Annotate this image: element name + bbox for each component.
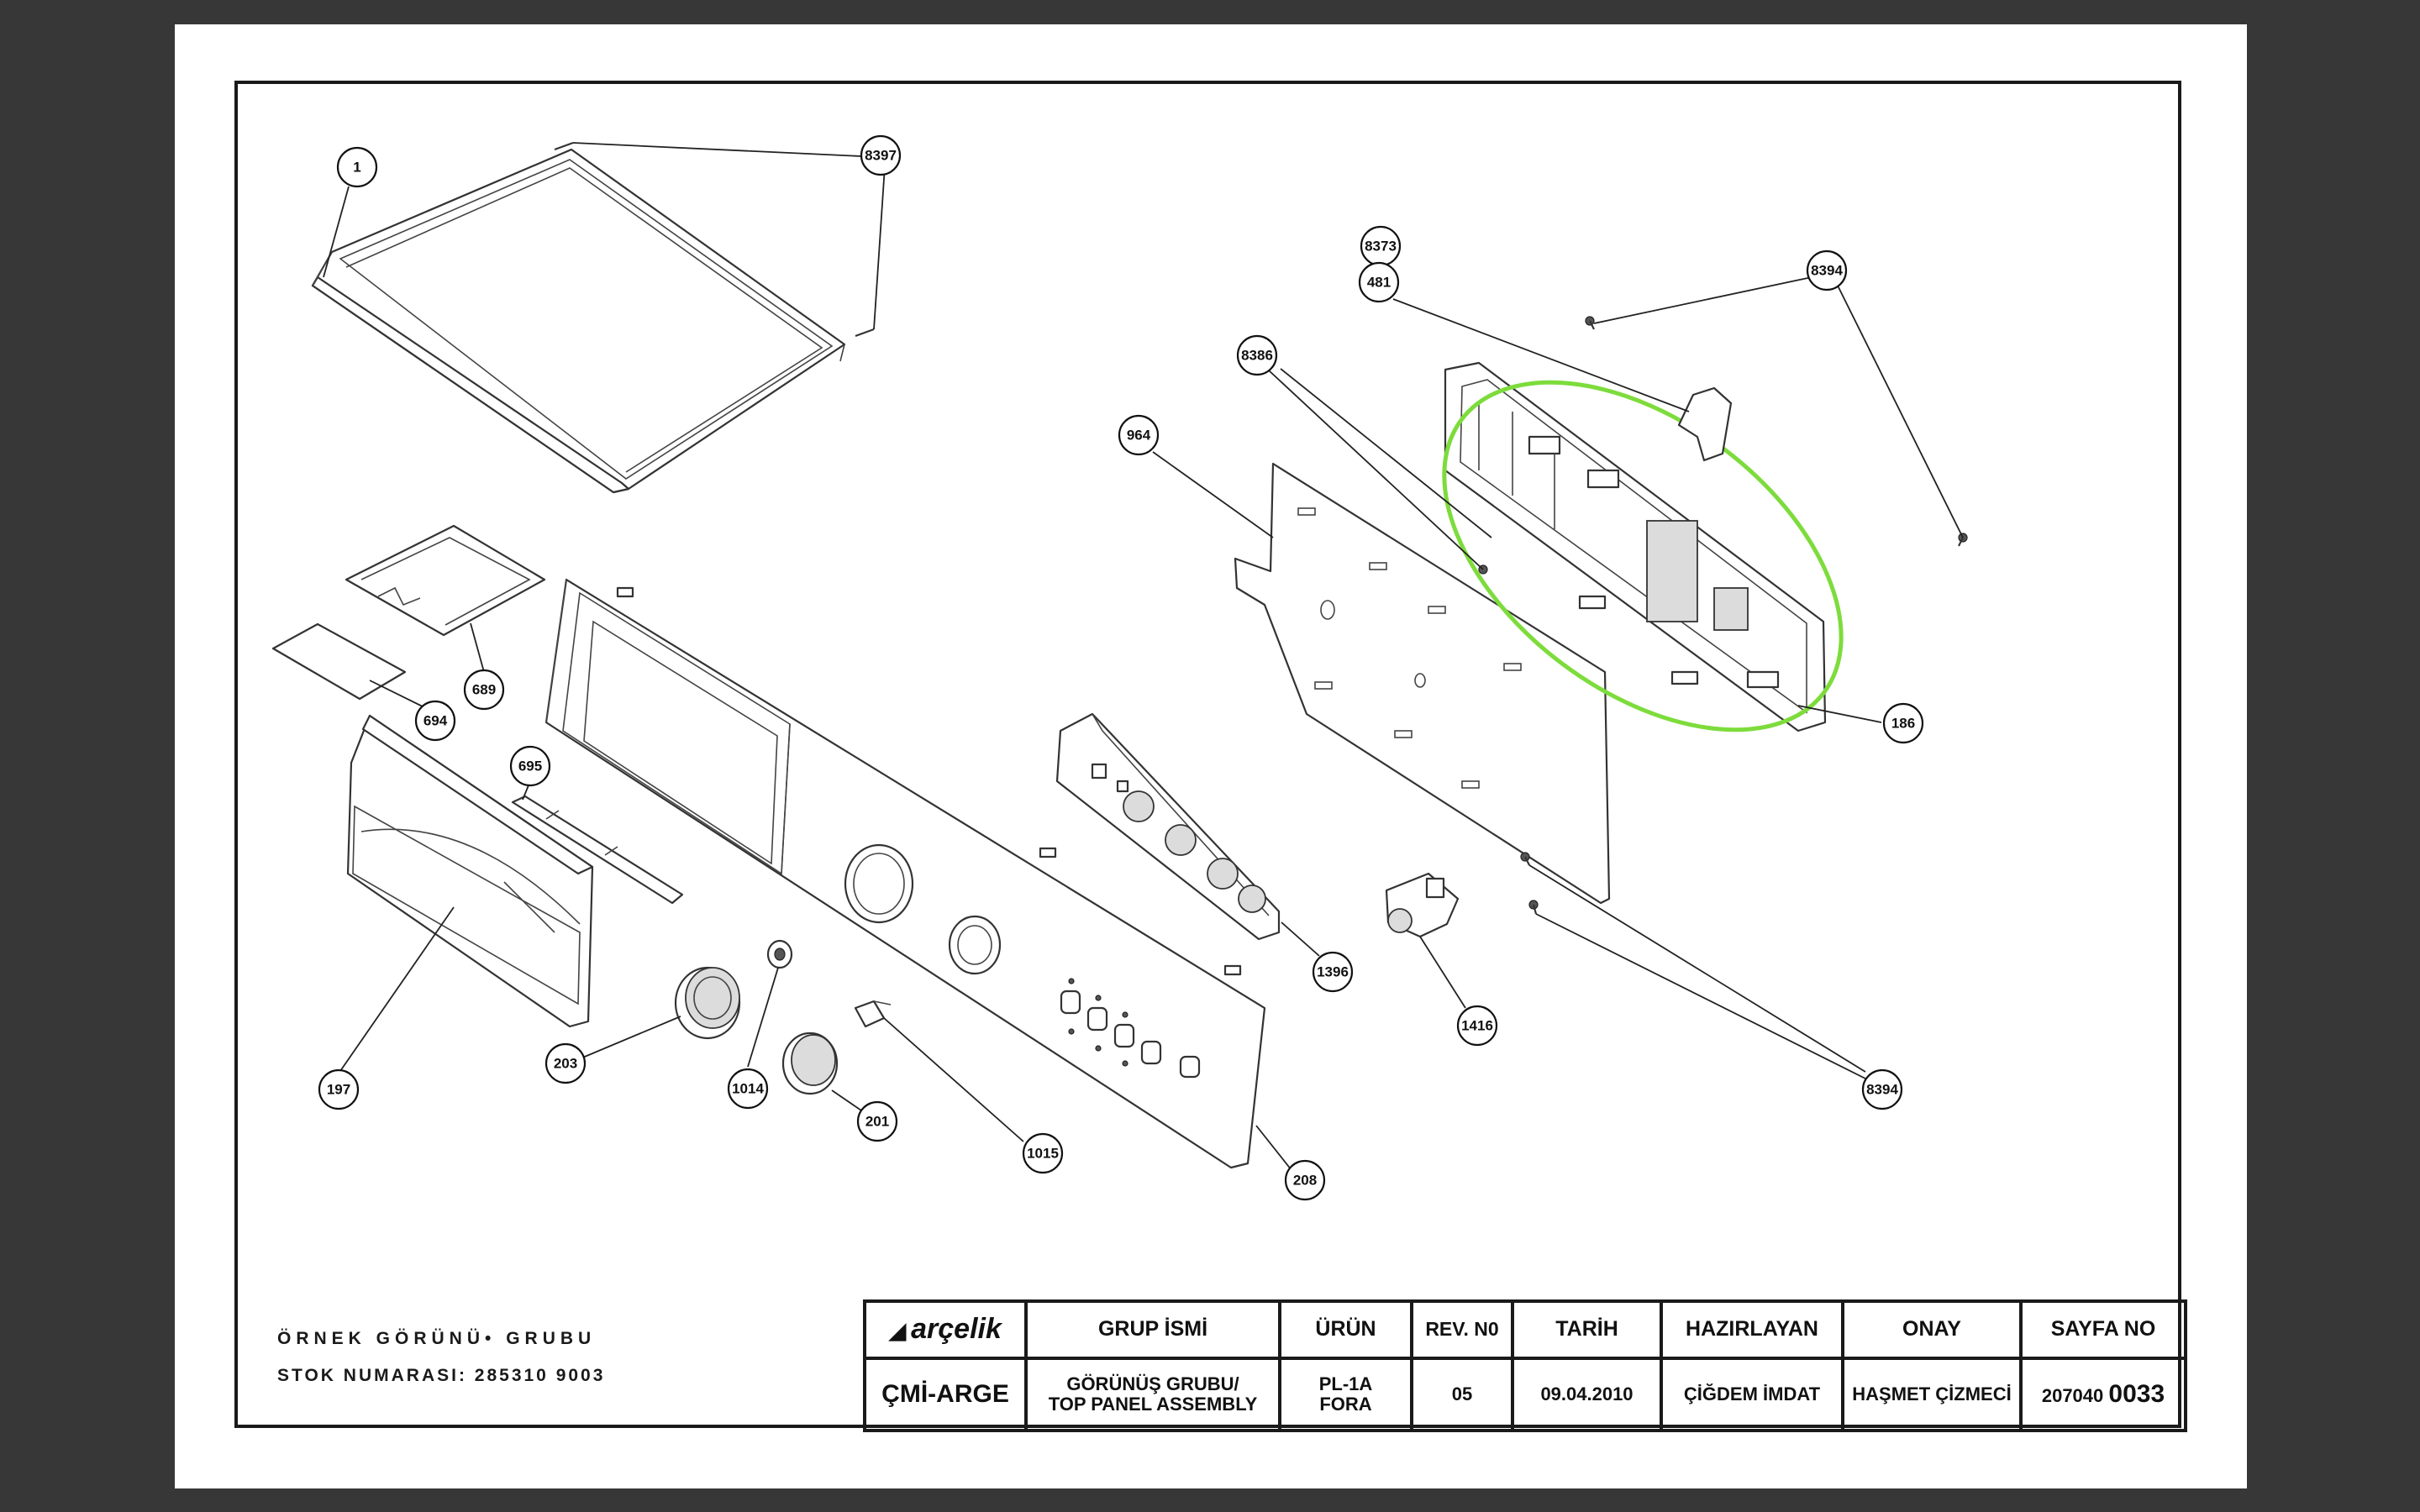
brand-logo: ◢arçelik	[863, 1299, 1028, 1360]
title-block: ◢arçelik GRUP İSMİ ÜRÜN REV. N0 TARİH HA…	[863, 1299, 2187, 1433]
svg-text:1015: 1015	[1027, 1146, 1059, 1162]
sensor-part	[1385, 872, 1460, 938]
svg-text:186: 186	[1891, 716, 1915, 732]
svg-text:203: 203	[554, 1056, 577, 1072]
callout-695: 695	[509, 745, 551, 787]
svg-text:689: 689	[472, 682, 496, 698]
control-board-part	[1444, 361, 1827, 732]
caption-stock-number: STOK NUMARASI: 285310 9003	[277, 1366, 606, 1385]
page-number: 0033	[2108, 1380, 2165, 1409]
svg-text:1: 1	[353, 160, 360, 176]
svg-text:201: 201	[865, 1114, 889, 1130]
value-product: PL-1A FORA	[1278, 1356, 1413, 1433]
callout-8394-top: 8394	[1806, 249, 1848, 291]
callout-8373: 8373	[1360, 225, 1402, 267]
knob-shaft-1014-part	[766, 939, 793, 969]
header-approval: ONAY	[1841, 1299, 2023, 1360]
light-pipe-part	[511, 795, 684, 905]
header-product: ÜRÜN	[1278, 1299, 1413, 1360]
logo-mark-icon: ◢	[889, 1318, 907, 1344]
header-prepared: HAZIRLAYAN	[1660, 1299, 1844, 1360]
callout-8386: 8386	[1236, 334, 1278, 376]
callout-8394-bottom: 8394	[1861, 1068, 1903, 1110]
callout-1: 1	[336, 146, 378, 188]
value-prepared: ÇİĞDEM İMDAT	[1660, 1356, 1844, 1433]
callout-1015: 1015	[1022, 1132, 1064, 1174]
value-date: 09.04.2010	[1511, 1356, 1663, 1433]
callout-1416: 1416	[1456, 1005, 1498, 1047]
callout-1396: 1396	[1312, 951, 1354, 993]
screw-parts	[1478, 316, 1968, 915]
value-product-line1: PL-1A	[1318, 1373, 1373, 1394]
insulation-sheet-part	[1234, 462, 1611, 905]
value-page-no: 207040 0033	[2019, 1356, 2187, 1433]
value-rev: 05	[1410, 1356, 1514, 1433]
svg-text:964: 964	[1127, 428, 1151, 444]
callout-203: 203	[544, 1042, 587, 1084]
hinge-pin-parts	[554, 141, 875, 338]
header-page-no: SAYFA NO	[2019, 1299, 2187, 1360]
svg-text:8373: 8373	[1365, 239, 1397, 255]
svg-text:695: 695	[518, 759, 542, 774]
value-group-name: GÖRÜNÜŞ GRUBU/ TOP PANEL ASSEMBLY	[1024, 1356, 1281, 1433]
drawer-front-part	[346, 714, 594, 1028]
knob-201-part	[781, 1032, 839, 1095]
bracket-part	[1677, 386, 1733, 462]
svg-text:208: 208	[1293, 1173, 1317, 1189]
small-cover-part	[345, 524, 546, 637]
push-rod-1015-part	[854, 1000, 892, 1028]
header-date: TARİH	[1511, 1299, 1663, 1360]
svg-text:8394: 8394	[1811, 263, 1843, 279]
callout-8397: 8397	[860, 134, 902, 176]
svg-text:8397: 8397	[865, 148, 897, 164]
callouts: 1 8397 8373 481 8394 8386 964 186 689 69…	[318, 134, 1924, 1201]
switch-module-part	[1055, 712, 1281, 941]
value-department: ÇMİ-ARGE	[863, 1356, 1028, 1433]
page-prefix: 207040	[2041, 1385, 2104, 1407]
svg-text:694: 694	[424, 713, 448, 729]
svg-text:197: 197	[327, 1082, 350, 1098]
value-group-name-line2: TOP PANEL ASSEMBLY	[1048, 1393, 1258, 1415]
caption-group: ÖRNEK GÖRÜNÜ• GRUBU	[277, 1329, 597, 1348]
knob-203-part	[674, 966, 741, 1040]
header-rev: REV. N0	[1410, 1299, 1514, 1360]
callout-689: 689	[463, 669, 505, 711]
callout-197: 197	[318, 1068, 360, 1110]
callout-208: 208	[1284, 1159, 1326, 1201]
callout-201: 201	[856, 1100, 898, 1142]
value-approval: HAŞMET ÇİZMECİ	[1841, 1356, 2023, 1433]
svg-text:481: 481	[1367, 275, 1391, 291]
svg-text:1014: 1014	[732, 1081, 764, 1097]
top-lid-part	[311, 148, 846, 494]
callout-1014: 1014	[727, 1068, 769, 1110]
leader-lines	[323, 142, 1964, 1171]
callout-481: 481	[1358, 261, 1400, 303]
callout-186: 186	[1882, 702, 1924, 744]
svg-text:8386: 8386	[1241, 348, 1273, 364]
callout-964: 964	[1118, 414, 1160, 456]
callout-694: 694	[414, 700, 456, 742]
svg-text:1396: 1396	[1317, 964, 1349, 980]
logo-text: arçelik	[911, 1313, 1002, 1346]
value-group-name-line1: GÖRÜNÜŞ GRUBU/	[1066, 1373, 1239, 1394]
value-product-line2: FORA	[1319, 1393, 1372, 1415]
console-panel-part	[544, 578, 1266, 1169]
svg-text:1416: 1416	[1461, 1018, 1493, 1034]
header-group-name: GRUP İSMİ	[1024, 1299, 1281, 1360]
svg-text:8394: 8394	[1866, 1082, 1898, 1098]
label-part	[271, 622, 407, 701]
